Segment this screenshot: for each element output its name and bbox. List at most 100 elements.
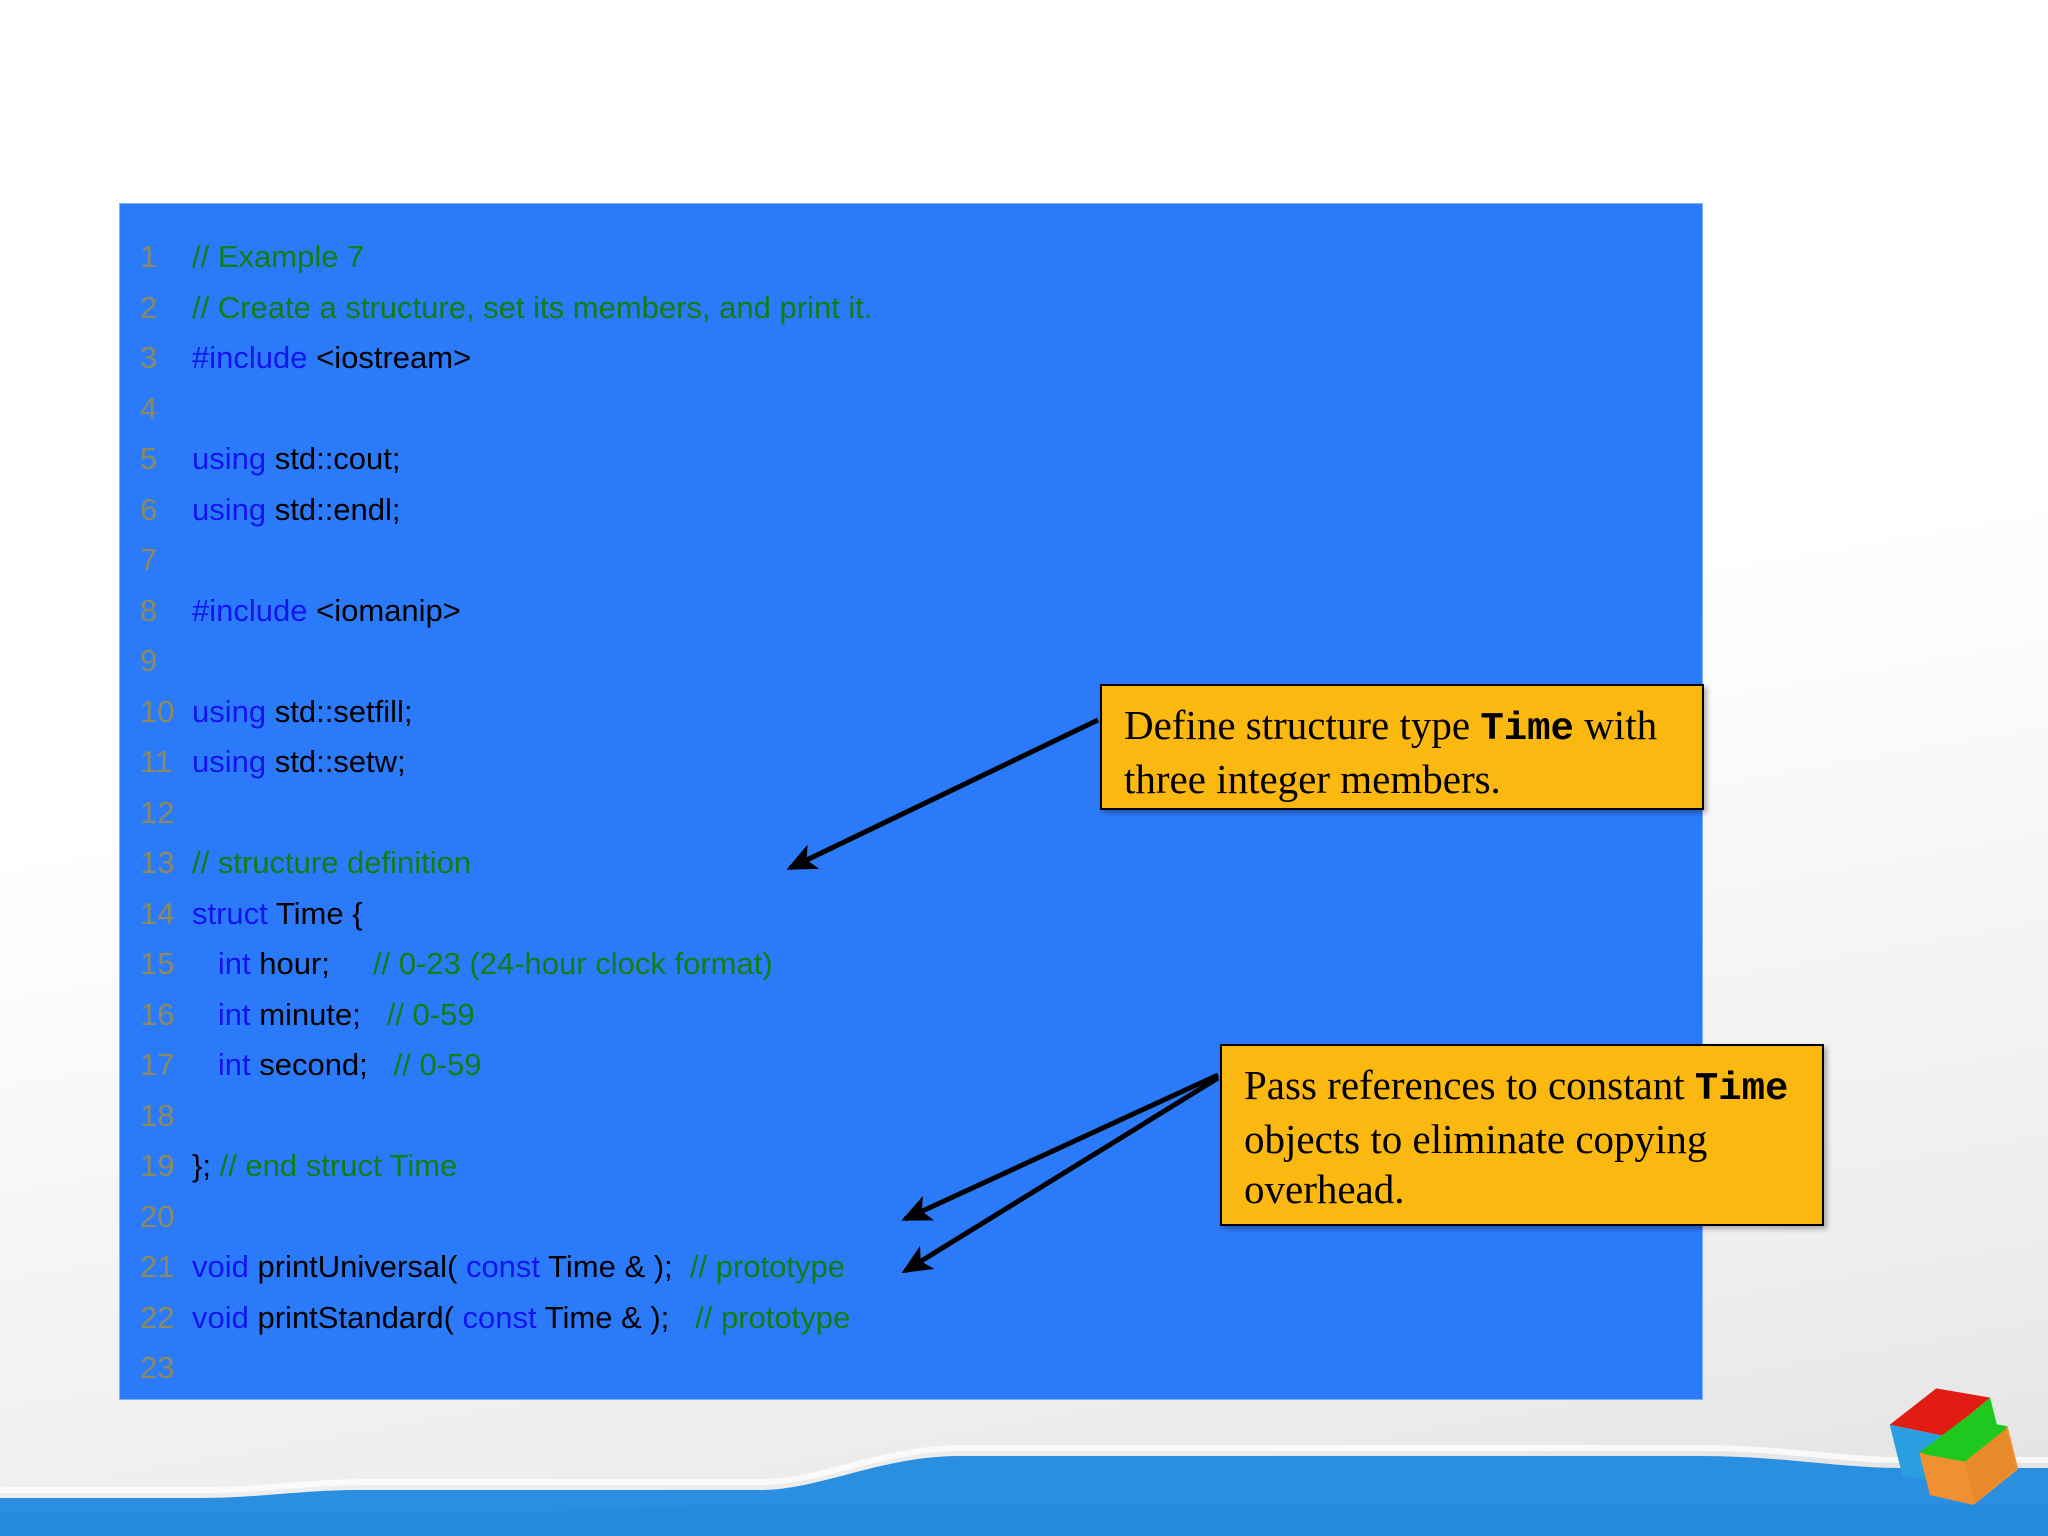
code-token-cmt: // 0-23 (24-hour clock format) (372, 946, 773, 981)
code-token-kw: using (192, 441, 267, 476)
code-line-number: 15 (140, 946, 175, 981)
code-line: 23 (120, 1343, 1702, 1394)
code-token-txt: minute; (250, 996, 387, 1032)
code-line: 13 // structure definition (120, 838, 1702, 889)
code-token-kw: void (192, 1299, 249, 1335)
code-token-cmt: // 0-59 (386, 996, 475, 1032)
code-line-number: 12 (140, 794, 175, 830)
code-token-txt (192, 997, 218, 1032)
code-line-text: using std::setfill; (192, 694, 413, 729)
code-token-cmt: // prototype (695, 1299, 851, 1335)
callout-prose: Pass references to constant (1244, 1062, 1695, 1108)
code-line: 18 (120, 1091, 1702, 1142)
code-token-kw: using (192, 693, 267, 729)
code-token-txt: Time & ); (536, 1299, 696, 1335)
code-line: 7 (120, 535, 1702, 586)
code-token-txt: }; (192, 1148, 220, 1183)
code-token-kw: void (192, 1249, 249, 1284)
code-token-cmt: // end struct Time (219, 1148, 458, 1183)
callout-define-structure: Define structure type Time with three in… (1100, 684, 1704, 810)
code-line-number: 6 (140, 491, 158, 527)
code-line: 19}; // end struct Time (120, 1141, 1702, 1192)
code-line: 15 int hour; // 0-23 (24-hour clock form… (120, 939, 1702, 990)
code-line: 8 #include <iomanip> (120, 586, 1702, 637)
code-token-kw: using (192, 491, 267, 527)
code-line-number: 23 (140, 1350, 175, 1385)
code-line-number: 21 (140, 1249, 175, 1284)
code-token-txt: std::setw; (266, 744, 406, 779)
code-token-txt: <iomanip> (307, 592, 461, 628)
code-line: 20 (120, 1192, 1702, 1243)
code-token-kw: const (465, 1249, 541, 1284)
code-line-number: 14 (140, 895, 175, 931)
code-line: 14 struct Time { (120, 889, 1702, 940)
code-line-text: void printStandard( const Time & ); // p… (192, 1300, 850, 1335)
code-token-kw: using (192, 744, 267, 779)
code-line-text: using std::endl; (192, 492, 401, 527)
code-line-number: 8 (140, 592, 158, 628)
code-line-number: 13 (140, 845, 175, 880)
code-token-pre: #include (192, 592, 308, 628)
code-line-number: 19 (140, 1148, 175, 1183)
code-line-text: // Create a structure, set its members, … (192, 290, 873, 325)
code-line-number: 11 (140, 744, 173, 779)
code-line: 6 using std::endl; (120, 485, 1702, 536)
code-line-number: 2 (140, 289, 158, 325)
code-line-number: 3 (140, 340, 158, 375)
code-token-txt: Time { (267, 895, 363, 931)
callout-pass-references: Pass references to constant Time objects… (1220, 1044, 1824, 1226)
code-line-number: 20 (140, 1198, 175, 1234)
code-token-pre: #include (192, 340, 308, 375)
code-line-text: using std::cout; (192, 441, 401, 476)
code-line-text: struct Time { (192, 896, 363, 931)
code-line-text: int hour; // 0-23 (24-hour clock format) (192, 946, 773, 981)
callout-1-text: Define structure type Time with three in… (1124, 702, 1657, 802)
code-line: 4 (120, 384, 1702, 435)
code-token-txt: Time & ); (540, 1249, 690, 1284)
code-token-cmt: // Example 7 (192, 239, 365, 274)
code-line-number: 9 (140, 643, 158, 678)
callout-2-text: Pass references to constant Time objects… (1244, 1062, 1788, 1212)
code-token-cmt: // structure definition (192, 845, 472, 880)
code-token-kw: int (217, 996, 251, 1032)
callout-code-term: Time (1694, 1067, 1789, 1111)
code-line: 1 // Example 7 (120, 232, 1702, 283)
code-token-txt: hour; (250, 946, 373, 981)
code-line: 3 #include <iostream> (120, 333, 1702, 384)
code-token-txt: second; (250, 1047, 394, 1082)
code-token-txt (192, 946, 218, 981)
code-line: 17 int second; // 0-59 (120, 1040, 1702, 1091)
code-token-kw: int (217, 1047, 251, 1082)
code-token-cmt: // Create a structure, set its members, … (192, 289, 873, 325)
code-line-text: using std::setw; (192, 744, 406, 779)
code-line-text: int minute; // 0-59 (192, 997, 475, 1032)
code-line: 9 (120, 636, 1702, 687)
code-token-txt: printUniversal( (248, 1249, 466, 1284)
code-line-text: // structure definition (192, 845, 471, 880)
code-line-text: }; // end struct Time (192, 1148, 457, 1183)
code-token-kw: const (462, 1299, 537, 1335)
code-line-number: 22 (140, 1299, 175, 1335)
code-token-kw: struct (192, 895, 268, 931)
callout-prose: with three integer members. (1124, 702, 1658, 802)
code-line: 22 void printStandard( const Time & ); //… (120, 1293, 1702, 1344)
code-line: 21 void printUniversal( const Time & ); /… (120, 1242, 1702, 1293)
code-line-text: #include <iomanip> (192, 593, 461, 628)
code-line-text: #include <iostream> (192, 340, 471, 375)
code-line-text: int second; // 0-59 (192, 1047, 482, 1082)
code-token-txt: std::cout; (266, 441, 401, 476)
code-line-number: 1 (140, 239, 158, 274)
code-token-txt: std::endl; (266, 491, 401, 527)
code-line: 16 int minute; // 0-59 (120, 990, 1702, 1041)
code-line-number: 17 (140, 1047, 175, 1082)
code-line-number: 7 (140, 542, 158, 577)
code-token-txt: <iostream> (307, 340, 472, 375)
code-line-number: 4 (140, 390, 158, 426)
code-line-text: // Example 7 (192, 239, 364, 274)
code-line-text: void printUniversal( const Time & ); // … (192, 1249, 845, 1284)
code-line-number: 18 (140, 1097, 175, 1133)
code-token-txt (192, 1047, 218, 1082)
callout-prose: objects to eliminate copying overhead. (1244, 1115, 1708, 1212)
